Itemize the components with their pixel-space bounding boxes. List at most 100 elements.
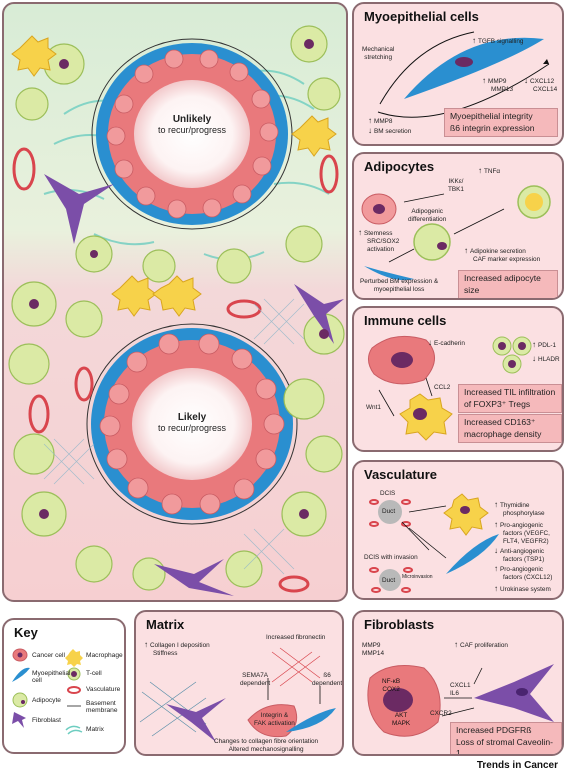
top-label-bold: Unlikely [172,114,212,125]
mechanical-line1: Mechanical [362,46,395,53]
mechanical-text: Mechanical stretching [362,46,394,62]
pro1-text: ↑Pro-angiogenic factors (VEGFC, FLT4, VE… [494,520,550,545]
top-duct-label: Unlikely to recur/progress [142,114,242,135]
caveolin-line: Loss of stromal Caveolin-1 [456,736,553,756]
wnt1-text: Wnt1 [366,404,381,412]
vasculature-panel: Vasculature DCIS Duct DCIS with invasion… [352,460,564,600]
nfkb-text: NF-κB COX2 [382,678,400,694]
fibronectin-text: Increased fibronectin [266,634,325,642]
adipogenic-line2: differentiation [408,216,447,223]
collagen-line2: Stiffness [153,650,178,657]
thymidine-line2: phosphorylase [503,510,545,517]
mmp8-label: MMP8 [374,118,393,125]
key-basement-membrane-label: Basement membrane [86,700,118,715]
top-duct [91,38,293,230]
perturbed-line2: myoepithelial loss [373,286,425,293]
adipokine-line2: CAF marker expression [473,256,541,263]
nfkb-line1: NF-κB [382,678,401,685]
key-basement-membrane: Basement membrane [86,700,124,715]
adipocytes-illustration [361,185,551,281]
pro1-line1: Pro-angiogenic [500,522,543,529]
cxcl12-label: CXCL12 [530,78,555,85]
b6-line2: dependent [312,680,343,687]
ecad-text: ↓E-cadherin [428,338,465,347]
perturbed-line1: Perturbed BM expression & [360,278,439,285]
uro-text: ↑Urokinase system [494,584,551,593]
b6-line1: ß6 [323,672,331,679]
fibroblasts [44,174,344,596]
immune-title: Immune cells [364,313,447,328]
key-title: Key [14,625,38,640]
myoepithelial-title: Myoepithelial cells [364,9,479,24]
cxcl14-label: CXCL14 [533,86,558,93]
integrin-text: Integrin & FAK activation [254,712,295,728]
caf-label: CAF proliferation [460,642,508,649]
sema-line2: dependent [240,680,271,687]
changes-line2: Altered mechanosignalling [228,746,304,753]
ikk-line2: TBK1 [448,186,464,193]
pro2-text: ↑Pro-angiogenic factors (CXCL12) [494,564,553,581]
hladr-label: HLADR [538,356,560,363]
adipocyte-highlight-line: Increased adipocyte size [464,273,541,295]
adipokine-line1: Adipokine secretion [470,248,526,255]
sema-line1: SEMA7A [242,672,269,679]
adipokine-text: ↑Adipokine secretion CAF marker expressi… [464,246,541,263]
tgfb-text: ↑TGFB signalling [472,36,524,45]
immune-panel: Immune cells ↓E-cadherin CCL2 Wnt1 ↑PDL-… [352,306,564,452]
cd163-line2: macrophage density [464,428,542,439]
cxcr2-label: CXCR2 [430,710,452,717]
b6-text: ß6 dependent [312,672,342,688]
micro-text: Microinvasion [402,574,433,580]
fibroblasts-panel: Fibroblasts MMP9 MMP14 ↑CAF proliferatio… [352,610,564,756]
stemness-text: ↑Stemness SRC/SOX2 activation [358,228,400,253]
top-label-rest: to recur/progress [157,125,227,135]
anti-text: ↓Anti-angiogenic factors (TSP1) [494,546,545,563]
matrix-panel: Matrix ↑Collagen I deposition Stiffness … [134,610,344,756]
vasculature-illustration [369,493,499,593]
pdl1-text: ↑PDL-1 [532,340,557,349]
mmp13-label: MMP13 [491,86,514,93]
akt-line1: AKT [394,712,408,719]
akt-line2: MAPK [392,720,411,727]
uro-label: Urokinase system [500,586,551,593]
journal-brand: Trends in Cancer [476,760,558,771]
dcis-inv-text: DCIS with invasion [364,554,418,562]
pdl1-label: PDL-1 [538,342,557,349]
ikk-line1: IKKε/ [448,178,464,185]
collagen-line1: Collagen I deposition [150,642,210,649]
duct2-label: Duct [382,577,396,584]
collagen-fibres [43,298,305,575]
changes-line1: Changes to collagen fibre orientation [214,738,319,745]
mechanical-line2: stretching [364,54,393,61]
duct-text: Duct [382,508,395,516]
ccl2-text: CCL2 [434,384,450,392]
key-cancer-cell: Cancer cell [32,652,65,659]
fibronectin-label: Increased fibronectin [266,634,326,641]
fibroblasts-title: Fibroblasts [364,617,435,632]
nfkb-line2: COX2 [382,686,400,693]
key-vasculature: Vasculature [86,686,121,693]
anti-line1: Anti-angiogenic [500,548,545,555]
bottom-label-rest: to recur/progress [157,423,227,433]
mmp-text: MMP9 MMP14 [362,642,384,658]
til-line1: Increased TIL infiltration [464,387,556,397]
stemness-line2: SRC/SOX2 [367,238,400,245]
dcis-inv-label: DCIS with invasion [364,554,418,561]
vasculature-title: Vasculature [364,467,437,482]
thymidine-text: ↑Thymidine phosphorylase [494,500,545,517]
immune-highlight-macrophage: Increased CD163⁺ macrophage density [458,414,562,444]
myoepithelial-highlight: Myoepithelial integrity ß6 integrin expr… [444,108,558,138]
integrin-line2: FAK activation [254,720,295,727]
nuclei [29,39,329,519]
adipocytes-panel: Adipocytes ↑TNFα IKKε/ TBK1 ↑Stemness SR… [352,152,564,300]
matrix-illustration [139,647,336,742]
wnt1-label: Wnt1 [366,404,381,411]
dcis-text: DCIS [380,490,395,498]
key-t-cell: T-cell [86,670,102,677]
perturbed-text: Perturbed BM expression & myoepithelial … [360,278,438,294]
anti-line2: factors (TSP1) [503,556,545,563]
ecad-label: E-cadherin [434,340,465,347]
stemness-line1: Stemness [364,230,393,237]
pro2-line1: Pro-angiogenic [500,566,543,573]
pro1-line3: FLT4, VEGFR2) [503,538,549,545]
